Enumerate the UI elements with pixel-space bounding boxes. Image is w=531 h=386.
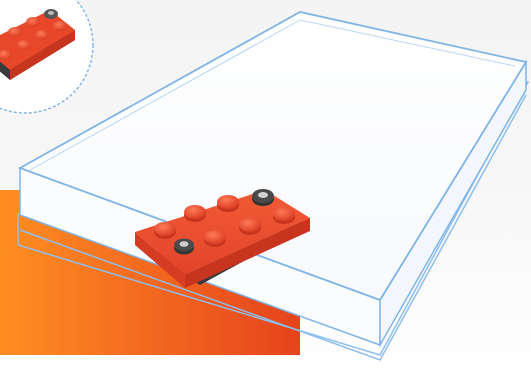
magnifier-circle — [0, 0, 110, 130]
stud-front-dark — [174, 239, 194, 255]
